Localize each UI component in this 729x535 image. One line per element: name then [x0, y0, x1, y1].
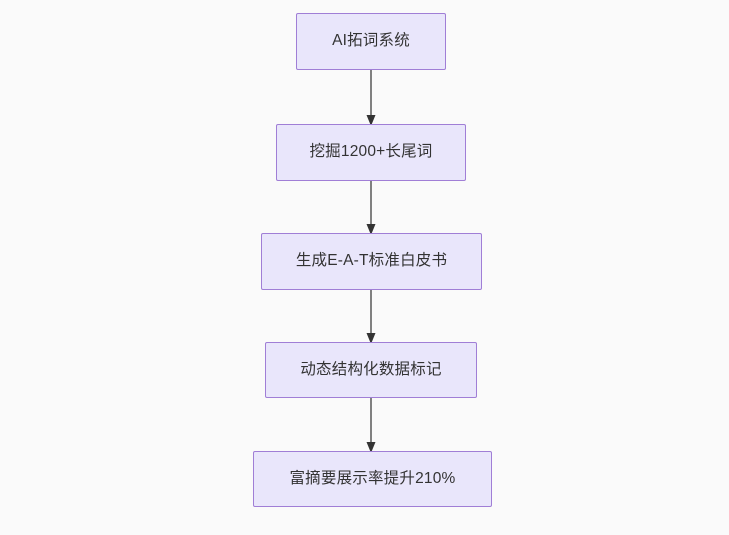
flow-node-dynamic-structured-data-markup[interactable]: 动态结构化数据标记 — [265, 342, 477, 398]
flow-node-mine-longtail-keywords[interactable]: 挖掘1200+长尾词 — [276, 124, 466, 181]
flow-node-label: 动态结构化数据标记 — [300, 360, 442, 378]
flow-node-rich-snippet-rate-increase[interactable]: 富摘要展示率提升210% — [253, 451, 492, 507]
flow-node-ai-keyword-system[interactable]: AI拓词系统 — [296, 13, 446, 70]
flow-node-label: 挖掘1200+长尾词 — [309, 143, 433, 161]
flow-node-label: 生成E-A-T标准白皮书 — [295, 252, 448, 270]
flow-node-label: AI拓词系统 — [332, 32, 410, 50]
flow-node-label: 富摘要展示率提升210% — [289, 469, 456, 487]
flow-node-generate-eat-whitepaper[interactable]: 生成E-A-T标准白皮书 — [261, 233, 482, 290]
